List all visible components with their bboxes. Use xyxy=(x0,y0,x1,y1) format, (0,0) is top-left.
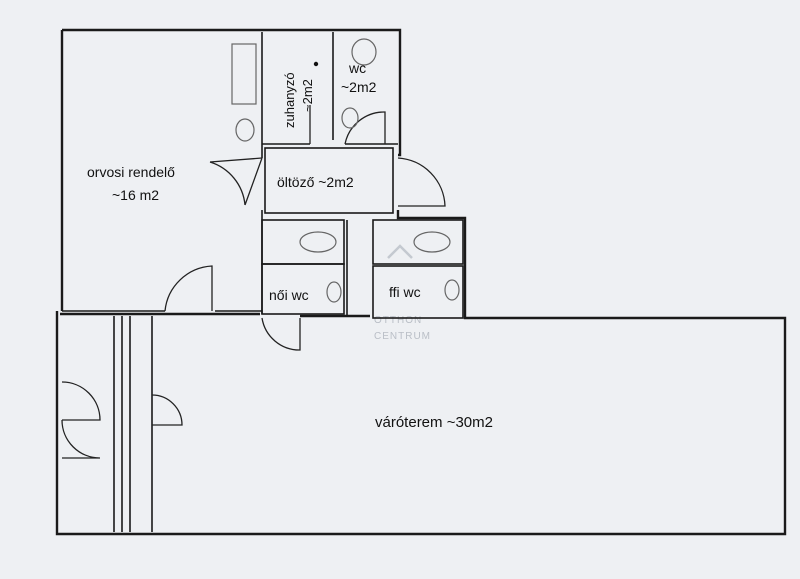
sink-icon xyxy=(326,281,342,303)
label-varoterem: váróterem ~30m2 xyxy=(375,414,493,431)
sink-icon xyxy=(341,107,359,129)
label-noi-wc: női wc xyxy=(269,287,309,303)
watermark-line2: CENTRUM xyxy=(374,331,431,342)
label-orvosi-area: ~16 m2 xyxy=(112,187,159,203)
sink-icon xyxy=(235,118,255,142)
watermark-line1: OTTHON xyxy=(374,315,422,326)
label-oltozo: öltöző ~2m2 xyxy=(277,174,354,190)
fixtures xyxy=(231,38,460,303)
room-labels: orvosi rendelő ~16 m2 zuhanyzó ~2m2 wc ~… xyxy=(87,60,493,431)
label-wc-area: ~2m2 xyxy=(341,79,377,95)
watermark: OTTHON CENTRUM xyxy=(374,244,431,342)
label-orvosi-name: orvosi rendelő xyxy=(87,164,175,180)
doors xyxy=(61,105,446,459)
label-wc-name: wc xyxy=(348,60,366,76)
label-zuhanyzo-name: zuhanyzó xyxy=(282,72,297,128)
drain-dot xyxy=(313,61,319,67)
toilet-icon xyxy=(413,231,451,253)
sink-icon xyxy=(444,279,460,301)
shower-tray xyxy=(231,43,257,105)
outer-walls xyxy=(55,28,787,536)
toilet-icon xyxy=(351,38,377,66)
label-zuhanyzo-area: ~2m2 xyxy=(300,79,315,112)
inner-walls xyxy=(62,32,464,532)
label-ffi-wc: ffi wc xyxy=(389,284,421,300)
toilet-icon xyxy=(299,231,337,253)
